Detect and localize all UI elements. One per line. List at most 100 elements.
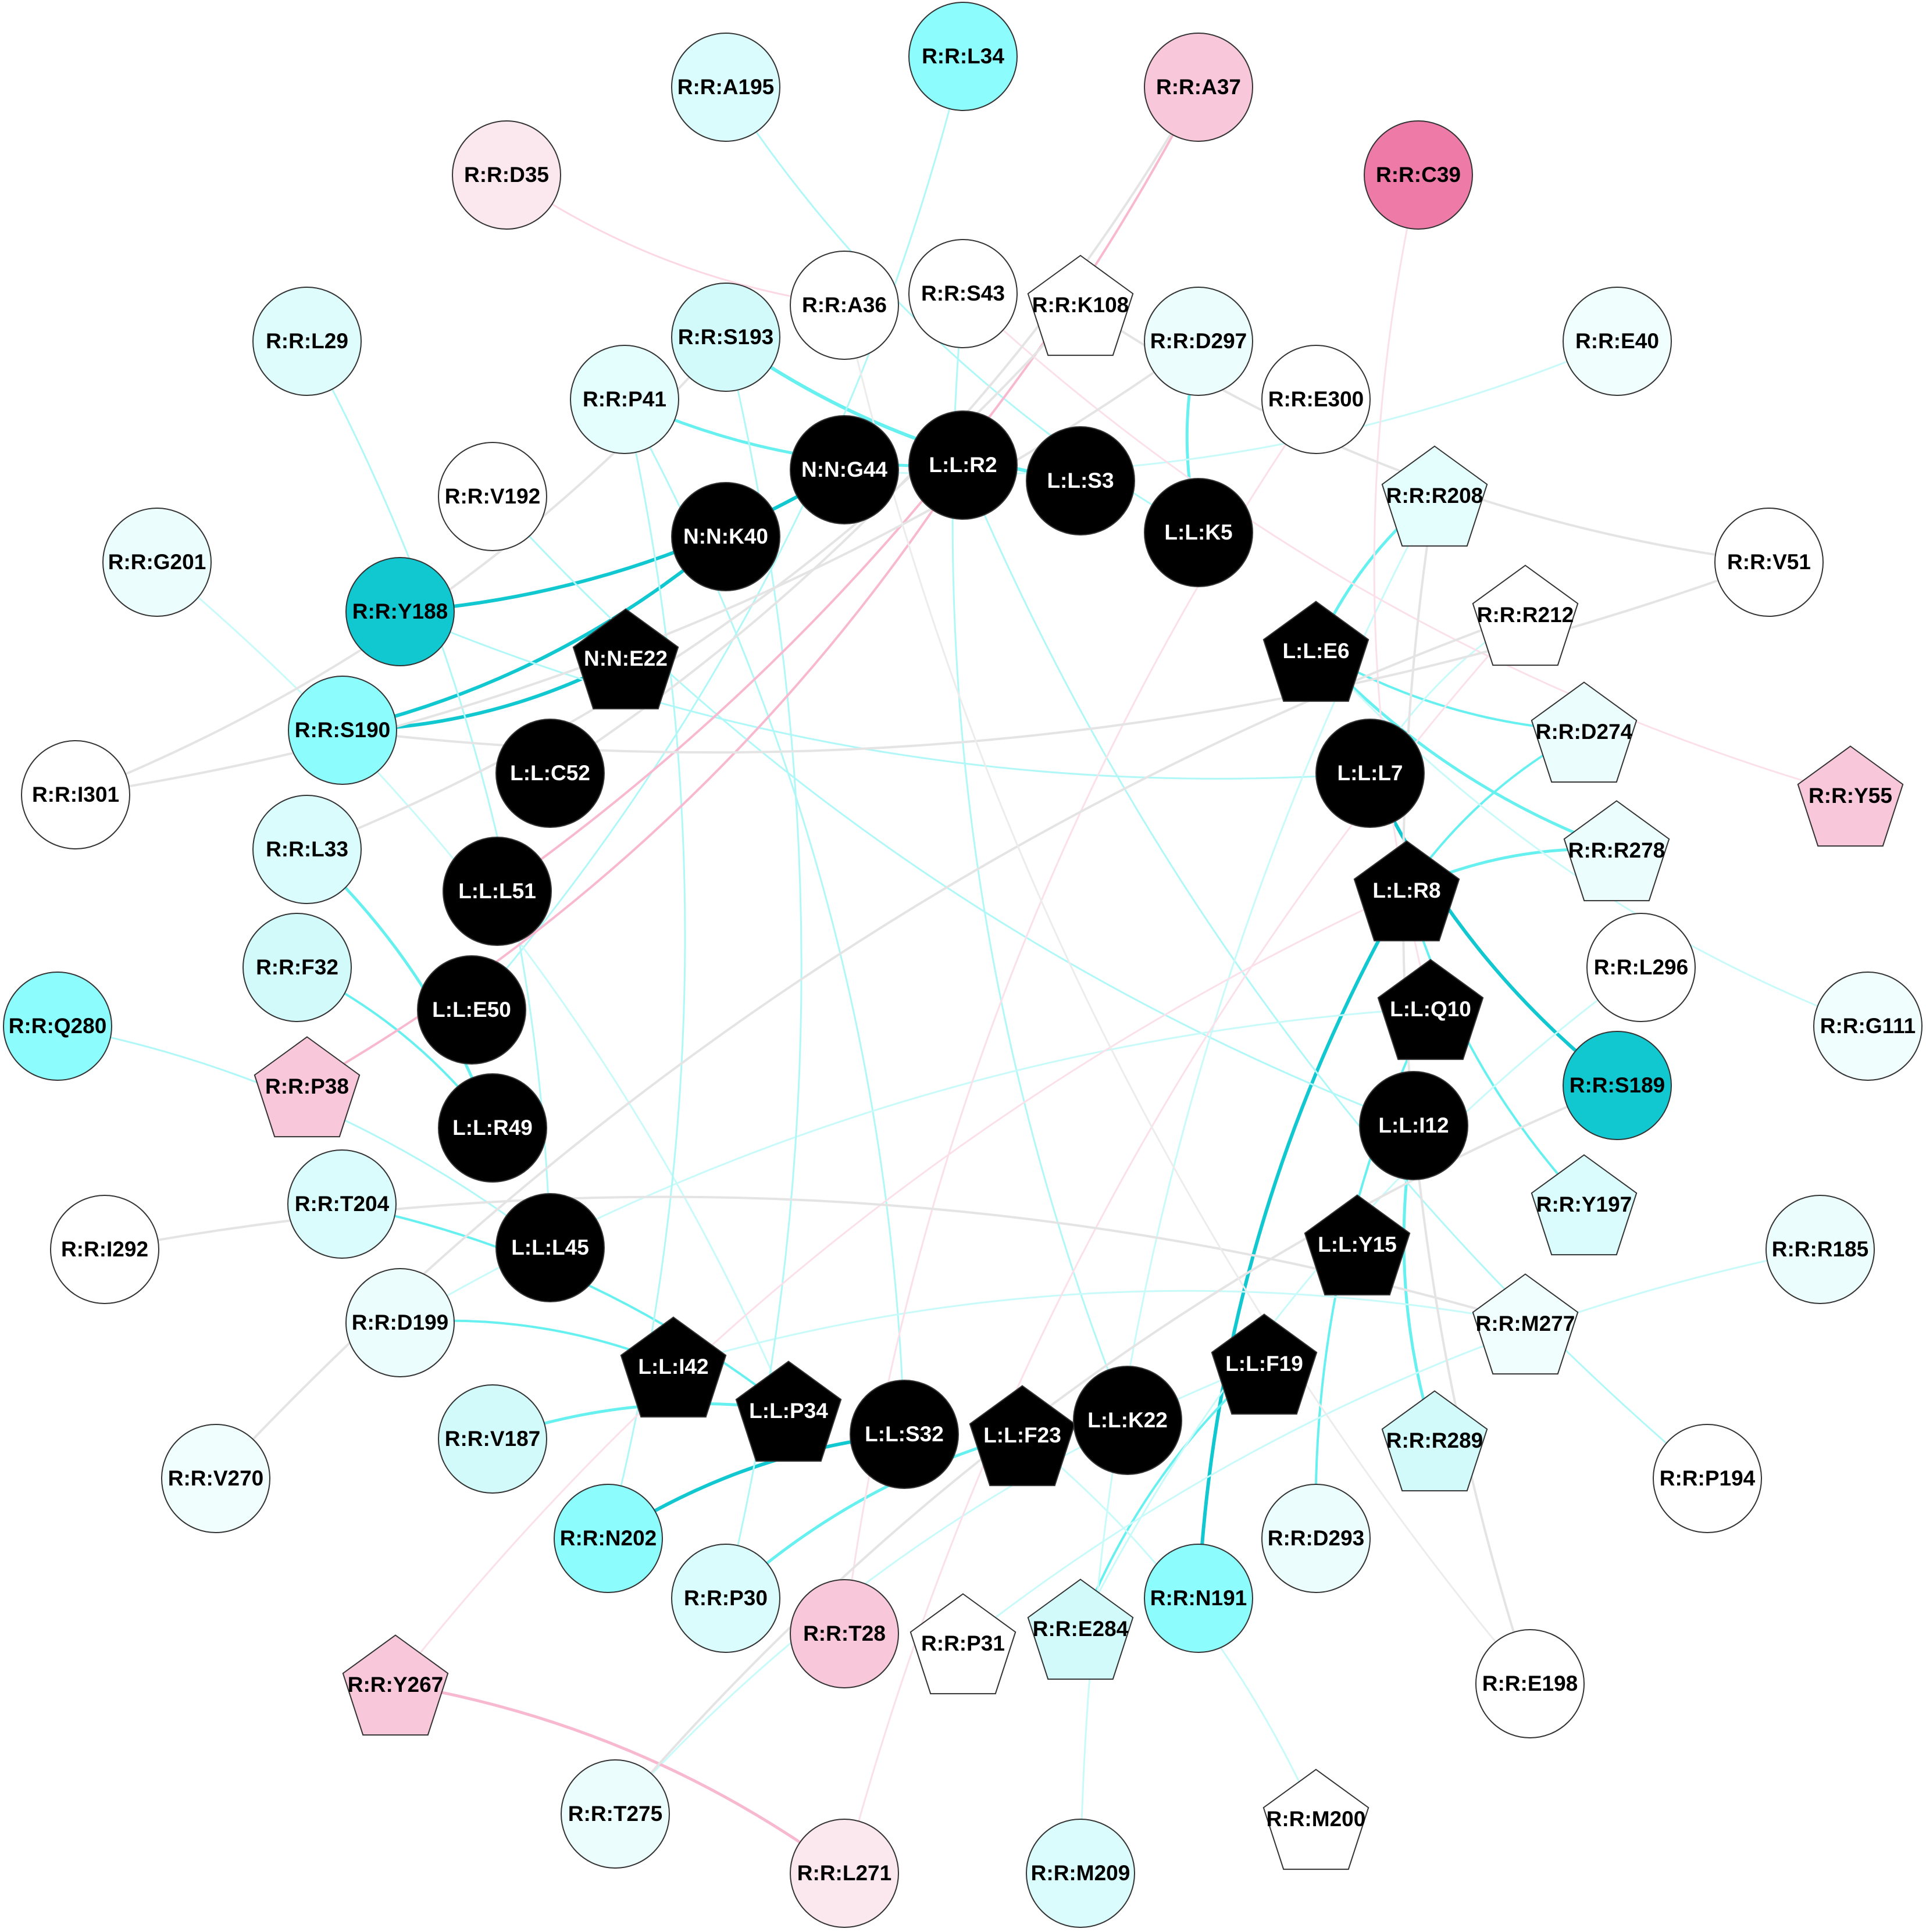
edge-r-r-m277-l-l-i42 bbox=[673, 1290, 1526, 1367]
node-r-r-m277: R:R:M277 bbox=[1472, 1273, 1579, 1375]
node-shape-r-r-d199 bbox=[345, 1268, 455, 1377]
node-label-r-r-s190: R:R:S190 bbox=[295, 718, 391, 742]
node-l-l-f23: L:L:F23 bbox=[969, 1385, 1076, 1487]
edge-r-r-y188-n-n-g44 bbox=[400, 468, 846, 613]
node-l-l-f19: L:L:F19 bbox=[1211, 1313, 1318, 1415]
node-r-r-i292: R:R:I292 bbox=[50, 1195, 159, 1304]
node-r-r-l29: R:R:L29 bbox=[252, 287, 362, 396]
node-label-r-r-v51: R:R:V51 bbox=[1727, 550, 1811, 574]
node-shape-r-r-r278 bbox=[1563, 800, 1670, 902]
node-label-r-r-r212: R:R:R212 bbox=[1477, 603, 1574, 627]
node-label-r-r-n191: R:R:N191 bbox=[1150, 1586, 1247, 1610]
node-shape-n-n-g44 bbox=[790, 415, 899, 524]
edge-r-r-s193-l-l-s3 bbox=[725, 335, 1081, 483]
node-l-l-p34: L:L:P34 bbox=[735, 1360, 842, 1462]
node-shape-r-r-y267 bbox=[342, 1634, 449, 1736]
node-label-r-r-l296: R:R:L296 bbox=[1594, 955, 1688, 979]
node-label-r-r-r185: R:R:R185 bbox=[1772, 1237, 1869, 1261]
node-shape-r-r-a37 bbox=[1144, 33, 1253, 142]
node-r-r-y55: R:R:Y55 bbox=[1797, 745, 1904, 847]
node-shape-r-r-m200 bbox=[1262, 1769, 1369, 1870]
node-label-r-r-d297: R:R:D297 bbox=[1150, 329, 1247, 353]
node-label-r-r-e40: R:R:E40 bbox=[1575, 329, 1659, 353]
node-label-r-r-m200: R:R:M200 bbox=[1267, 1807, 1366, 1831]
node-label-r-r-c39: R:R:C39 bbox=[1376, 163, 1461, 187]
node-label-l-l-l51: L:L:L51 bbox=[458, 879, 536, 903]
node-shape-r-r-t275 bbox=[561, 1759, 670, 1869]
node-shape-r-r-y197 bbox=[1531, 1154, 1638, 1256]
node-shape-r-r-n191 bbox=[1144, 1544, 1253, 1653]
node-label-r-r-g111: R:R:G111 bbox=[1820, 1014, 1916, 1038]
node-label-r-r-e300: R:R:E300 bbox=[1268, 387, 1364, 411]
node-label-l-l-l7: L:L:L7 bbox=[1337, 761, 1403, 785]
node-shape-l-l-f19 bbox=[1211, 1313, 1318, 1415]
node-r-r-s189: R:R:S189 bbox=[1563, 1031, 1672, 1140]
node-label-r-r-l29: R:R:L29 bbox=[266, 329, 348, 353]
node-shape-r-r-k108 bbox=[1027, 255, 1134, 356]
node-shape-l-l-f23 bbox=[969, 1385, 1076, 1487]
node-r-r-r212: R:R:R212 bbox=[1472, 565, 1579, 666]
node-r-r-e300: R:R:E300 bbox=[1261, 345, 1371, 454]
node-r-r-l34: R:R:L34 bbox=[908, 2, 1018, 111]
node-l-l-e50: L:L:E50 bbox=[417, 955, 526, 1065]
edge-r-r-n191-l-l-r8 bbox=[1197, 888, 1408, 1599]
node-n-n-k40: N:N:K40 bbox=[671, 482, 780, 591]
node-label-l-l-s32: L:L:S32 bbox=[865, 1422, 944, 1446]
node-label-l-l-k5: L:L:K5 bbox=[1164, 520, 1232, 544]
node-shape-r-r-e284 bbox=[1027, 1579, 1134, 1680]
node-shape-r-r-e198 bbox=[1475, 1629, 1585, 1738]
node-shape-l-l-r2 bbox=[908, 410, 1018, 520]
node-shape-r-r-s190 bbox=[288, 676, 397, 785]
node-shape-r-r-p31 bbox=[910, 1593, 1016, 1695]
node-shape-l-l-s3 bbox=[1026, 426, 1135, 535]
node-label-l-l-r49: L:L:R49 bbox=[452, 1116, 533, 1140]
node-shape-r-r-d274 bbox=[1531, 681, 1638, 783]
node-shape-l-l-l45 bbox=[495, 1193, 605, 1302]
node-shape-r-r-i292 bbox=[50, 1195, 159, 1304]
node-label-r-r-y55: R:R:Y55 bbox=[1809, 784, 1892, 808]
node-shape-r-r-i301 bbox=[21, 740, 130, 849]
node-r-r-y188: R:R:Y188 bbox=[345, 557, 455, 666]
node-label-l-l-i42: L:L:I42 bbox=[638, 1355, 708, 1379]
node-shape-l-l-r49 bbox=[438, 1073, 547, 1183]
node-label-l-l-e50: L:L:E50 bbox=[432, 998, 511, 1022]
node-r-r-m209: R:R:M209 bbox=[1026, 1819, 1135, 1928]
node-shape-l-l-c52 bbox=[495, 719, 605, 828]
node-r-r-s193: R:R:S193 bbox=[671, 283, 780, 392]
node-label-r-r-y188: R:R:Y188 bbox=[352, 599, 448, 623]
node-l-l-i42: L:L:I42 bbox=[620, 1316, 727, 1418]
node-shape-r-r-l34 bbox=[908, 2, 1018, 111]
node-label-r-r-l34: R:R:L34 bbox=[922, 44, 1004, 68]
node-l-l-q10: L:L:Q10 bbox=[1377, 959, 1484, 1060]
node-label-r-r-d35: R:R:D35 bbox=[464, 163, 549, 187]
edge-r-r-y267-r-r-l271 bbox=[395, 1682, 846, 1875]
node-shape-n-n-e22 bbox=[572, 608, 679, 710]
node-r-r-v270: R:R:V270 bbox=[161, 1424, 270, 1533]
node-shape-l-l-k5 bbox=[1144, 478, 1253, 587]
node-r-r-g201: R:R:G201 bbox=[102, 508, 212, 617]
node-label-l-l-f23: L:L:F23 bbox=[983, 1423, 1061, 1447]
node-r-r-d199: R:R:D199 bbox=[345, 1268, 455, 1377]
node-shape-r-r-a195 bbox=[671, 33, 780, 142]
node-r-r-q280: R:R:Q280 bbox=[3, 972, 112, 1081]
node-label-r-r-e284: R:R:E284 bbox=[1033, 1617, 1129, 1641]
node-label-r-r-r289: R:R:R289 bbox=[1386, 1429, 1483, 1452]
node-shape-r-r-e40 bbox=[1563, 287, 1672, 396]
node-r-r-r208: R:R:R208 bbox=[1381, 445, 1488, 547]
node-shape-r-r-p194 bbox=[1653, 1424, 1762, 1533]
node-label-r-r-v187: R:R:V187 bbox=[445, 1427, 541, 1451]
node-shape-l-l-e50 bbox=[417, 955, 526, 1065]
node-label-l-l-r2: L:L:R2 bbox=[929, 453, 997, 477]
node-r-r-p30: R:R:P30 bbox=[671, 1544, 780, 1653]
node-shape-r-r-r208 bbox=[1381, 445, 1488, 547]
node-label-r-r-s43: R:R:S43 bbox=[921, 281, 1005, 305]
node-l-l-l51: L:L:L51 bbox=[443, 837, 552, 946]
node-shape-r-r-g201 bbox=[102, 508, 212, 617]
node-r-r-f32: R:R:F32 bbox=[242, 913, 352, 1022]
node-r-r-a36: R:R:A36 bbox=[790, 251, 899, 360]
node-r-r-v51: R:R:V51 bbox=[1714, 508, 1824, 617]
node-shape-r-r-d293 bbox=[1261, 1484, 1371, 1593]
node-label-n-n-g44: N:N:G44 bbox=[801, 458, 887, 481]
node-label-r-r-t204: R:R:T204 bbox=[295, 1192, 390, 1216]
